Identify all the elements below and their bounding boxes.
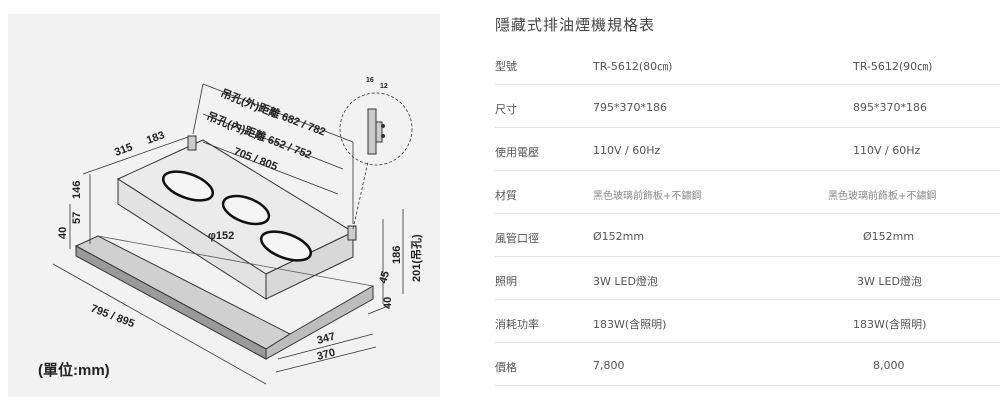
row-label: 照明	[495, 275, 517, 288]
dim-347: 347	[316, 331, 337, 347]
duct-hole	[221, 194, 271, 226]
bracket-dim-a: 16	[366, 77, 374, 84]
row-label: 尺寸	[495, 103, 517, 116]
hole-left	[161, 170, 215, 202]
spec-sheet: 隱藏式排油煙機規格表 型號 TR-5612(80㎝) TR-5612(90㎝) …	[495, 0, 1000, 402]
spec-row-power: 消耗功率 183W(含照明) 183W(含照明)	[495, 300, 1000, 343]
dim-40-left: 40	[57, 227, 69, 239]
spec-row-voltage: 使用電壓 110V / 60Hz 110V / 60Hz	[495, 128, 1000, 171]
spec-row-material: 材質 黑色玻璃前飾板+不鏽鋼 黑色玻璃前飾板+不鏽鋼	[495, 171, 1000, 214]
dim-315: 315	[113, 141, 134, 159]
bracket-right	[347, 225, 357, 241]
dim-201: 201(吊孔)	[410, 234, 423, 282]
value-90cm: TR-5612(90㎝)	[853, 60, 933, 73]
value-90cm: 895*370*186	[853, 101, 927, 114]
bracket-dim-b: 12	[380, 83, 388, 90]
dimension-diagram: 吊孔(外)距離 682 / 782 吊孔(內)距離 652 / 752 705 …	[8, 14, 440, 397]
value-90cm: 8,000	[873, 359, 905, 372]
value-80cm: Ø152mm	[593, 230, 645, 243]
dim-183: 183	[145, 129, 166, 147]
spec-table: 型號 TR-5612(80㎝) TR-5612(90㎝) 尺寸 795*370*…	[495, 42, 1000, 386]
spec-row-duct: 風管口徑 Ø152mm Ø152mm	[495, 214, 1000, 257]
hole-right	[259, 230, 313, 262]
dim-45: 45	[377, 270, 392, 285]
value-80cm: 7,800	[593, 359, 625, 372]
row-label: 風管口徑	[495, 232, 539, 245]
dim-57: 57	[71, 212, 83, 224]
dim-370: 370	[316, 347, 337, 363]
dim-duct: φ152	[208, 230, 234, 242]
row-label: 使用電壓	[495, 146, 539, 159]
hood-side-face	[265, 231, 354, 300]
value-80cm: 183W(含照明)	[593, 318, 667, 331]
bracket-detail-circle	[339, 92, 413, 166]
row-label: 消耗功率	[495, 318, 539, 331]
bracket-left	[187, 135, 197, 151]
dim-40-right: 40	[382, 297, 394, 309]
value-80cm: 110V / 60Hz	[593, 144, 661, 157]
dim-186: 186	[391, 246, 403, 264]
spec-row-price: 價格 7,800 8,000	[495, 343, 1000, 386]
spec-row-size: 尺寸 795*370*186 895*370*186	[495, 85, 1000, 128]
row-label: 價格	[495, 361, 517, 374]
spec-title: 隱藏式排油煙機規格表	[495, 16, 656, 34]
value-90cm: 黑色玻璃前飾板+不鏽鋼	[828, 191, 937, 202]
dim-146: 146	[71, 181, 83, 199]
value-80cm: 795*370*186	[593, 101, 667, 114]
row-label: 型號	[495, 60, 517, 73]
range-hood-drawing: 吊孔(外)距離 682 / 782 吊孔(內)距離 652 / 752 705 …	[52, 77, 423, 385]
value-80cm: 3W LED燈泡	[593, 275, 658, 288]
row-label: 材質	[495, 189, 517, 202]
spec-row-lighting: 照明 3W LED燈泡 3W LED燈泡	[495, 257, 1000, 300]
value-90cm: 110V / 60Hz	[853, 144, 921, 157]
value-90cm: 3W LED燈泡	[857, 275, 922, 288]
value-80cm: TR-5612(80㎝)	[593, 60, 673, 73]
value-90cm: Ø152mm	[863, 230, 915, 243]
value-90cm: 183W(含照明)	[853, 318, 927, 331]
side-panel	[265, 285, 374, 360]
unit-label: (單位:mm)	[38, 362, 110, 379]
value-80cm: 黑色玻璃前飾板+不鏽鋼	[593, 191, 702, 202]
spec-row-model: 型號 TR-5612(80㎝) TR-5612(90㎝)	[495, 42, 1000, 85]
